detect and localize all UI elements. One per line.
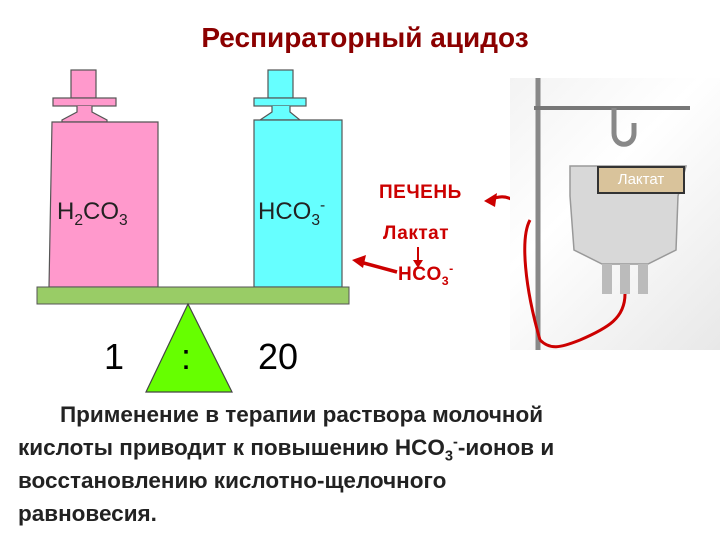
bicarbonate-label: HCO3- xyxy=(398,261,454,288)
right-bottle xyxy=(253,69,343,288)
ratio-right: 20 xyxy=(258,336,299,377)
lactate-label: Лактат xyxy=(383,223,450,244)
bag-label: Лактат xyxy=(597,166,685,194)
arrow-head-down xyxy=(413,260,423,268)
page-title: Респираторный ацидоз xyxy=(201,22,529,53)
paragraph-line: кислоты приводит к повышению HCO3--ионов… xyxy=(18,434,555,465)
arrow-head-bottle xyxy=(352,255,366,268)
scale-beam xyxy=(36,286,350,305)
iv-drip-photo xyxy=(510,78,720,350)
left-bottle-label: H2CO3 xyxy=(57,198,128,229)
arrow-to-bottle xyxy=(359,260,398,274)
left-bottle xyxy=(48,69,159,288)
paragraph-line: равновесия. xyxy=(18,501,157,526)
paragraph-line: Применение в терапии раствора молочной xyxy=(60,402,544,427)
conclusion-paragraph: Применение в терапии раствора молочной к… xyxy=(18,398,708,530)
liver-label: ПЕЧЕНЬ xyxy=(379,182,462,203)
ratio-colon: : xyxy=(181,336,192,377)
ratio-left: 1 xyxy=(104,336,125,377)
iv-drip-illustration xyxy=(523,78,690,350)
scale-fulcrum xyxy=(145,302,233,393)
right-bottle-label: HCO3- xyxy=(258,197,326,229)
paragraph-line: восстановлению кислотно-щелочного xyxy=(18,468,447,493)
arrow-head-liver xyxy=(484,193,497,207)
